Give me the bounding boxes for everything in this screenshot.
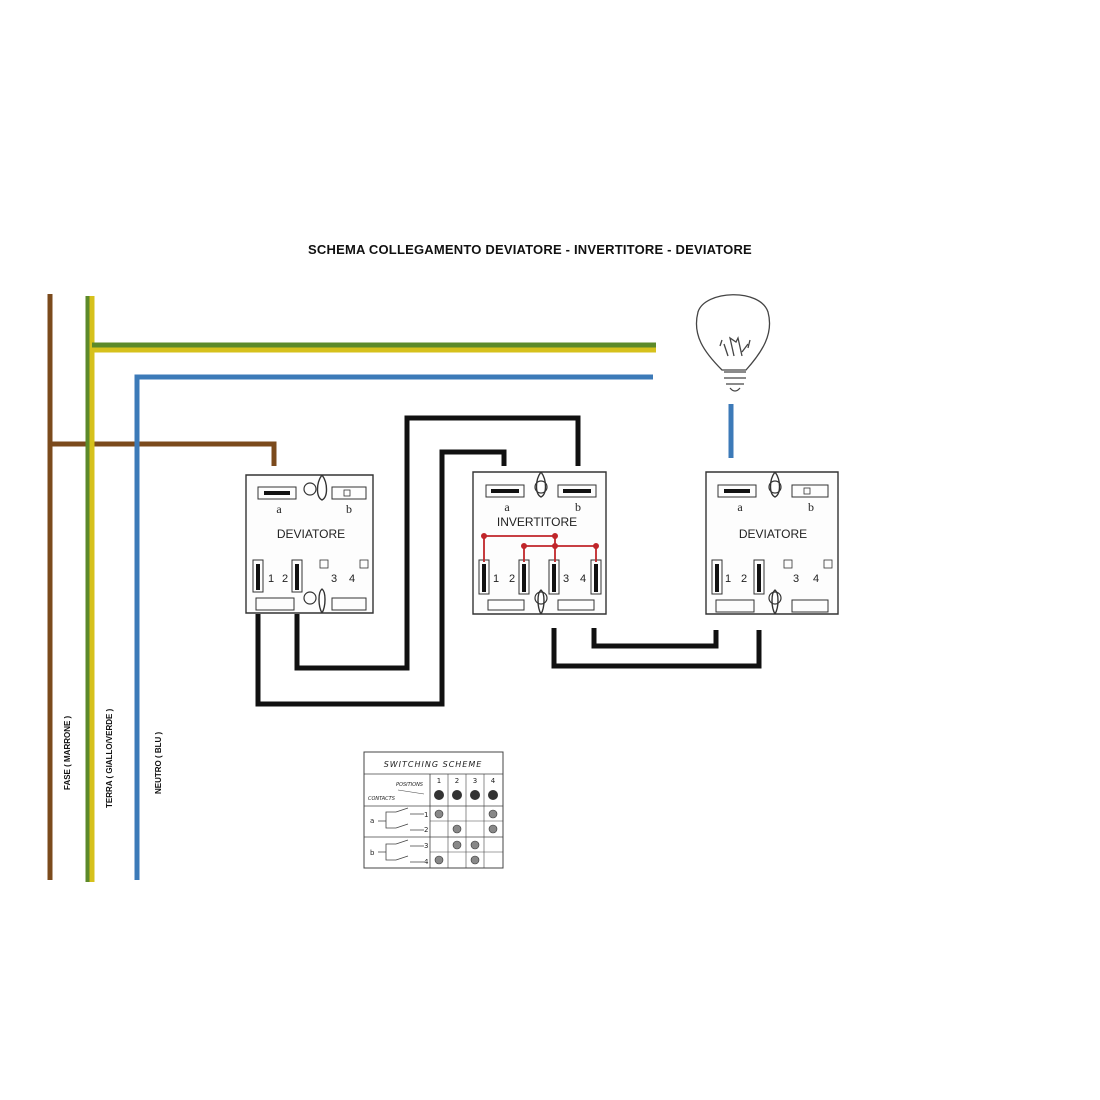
contact-number: 4 [349, 573, 355, 585]
contact-closed-markers [434, 809, 498, 865]
deviatore-switch-left: a b DEVIATORE 1 2 3 4 [245, 474, 374, 614]
switch-name: INVERTITORE [497, 515, 577, 529]
contact-number: 1 [725, 573, 731, 585]
contact-number: 3 [563, 573, 569, 585]
switch-term-a: a [504, 500, 510, 514]
deviatore-switch-right: a b DEVIATORE 1 2 3 4 [705, 471, 839, 615]
contact-number: 1 [493, 573, 499, 585]
contact-number: 2 [509, 573, 515, 585]
travel-wire-3 [551, 628, 762, 669]
switch-name: DEVIATORE [277, 527, 345, 541]
contact-number: 2 [424, 826, 428, 834]
control-wires [255, 415, 762, 707]
contact-number: 3 [331, 573, 337, 585]
switch-term-b: b [346, 502, 352, 516]
contact-number: 1 [268, 573, 274, 585]
contact-number: 2 [282, 573, 288, 585]
contact-number: 3 [793, 573, 799, 585]
switch-body [245, 474, 374, 614]
phase-branch-wire [50, 441, 277, 466]
earth-label: TERRA ( GIALLO/VERDE ) [105, 708, 114, 808]
contacts-label: CONTACTS [368, 796, 396, 802]
bridge-junctions [481, 533, 599, 549]
supply-wires [47, 294, 734, 882]
switch-term-b: b [575, 500, 581, 514]
contact-number: 4 [580, 573, 586, 585]
contact-number: 1 [424, 811, 428, 819]
neutral-wire [134, 374, 653, 880]
switching-scheme-table: SWITCHING SCHEME POSITIONS CONTACTS 1 2 … [363, 751, 504, 869]
travel-wire-1 [294, 415, 581, 671]
contacts-symbol [378, 807, 424, 863]
invertitore-switch: a b INVERTITORE 1 2 3 4 [472, 471, 607, 615]
contact-number: 4 [813, 573, 819, 585]
switch-name: DEVIATORE [739, 527, 807, 541]
positions-label: POSITIONS [396, 782, 424, 788]
group-label: a [370, 817, 374, 825]
contact-number: 4 [424, 858, 429, 866]
position-number: 4 [491, 777, 496, 785]
travel-wire-2 [255, 449, 507, 707]
switch-term-b: b [808, 500, 814, 514]
switch-term-a: a [276, 502, 282, 516]
scheme-title: SWITCHING SCHEME [384, 760, 483, 769]
diagram-title: SCHEMA COLLEGAMENTO DEVIATORE - INVERTIT… [308, 242, 752, 257]
position-number: 1 [437, 777, 441, 785]
contact-number: 3 [424, 842, 428, 850]
group-label: b [370, 849, 375, 857]
contact-number: 2 [741, 573, 747, 585]
position-knob-icons [434, 790, 498, 800]
position-number: 2 [455, 777, 459, 785]
light-bulb-icon [695, 294, 771, 392]
position-number: 3 [473, 777, 477, 785]
neutral-label: NEUTRO ( BLU ) [154, 731, 163, 794]
phase-label: FASE ( MARRONE ) [63, 715, 72, 790]
switch-term-a: a [737, 500, 743, 514]
travel-wire-4 [591, 628, 719, 649]
